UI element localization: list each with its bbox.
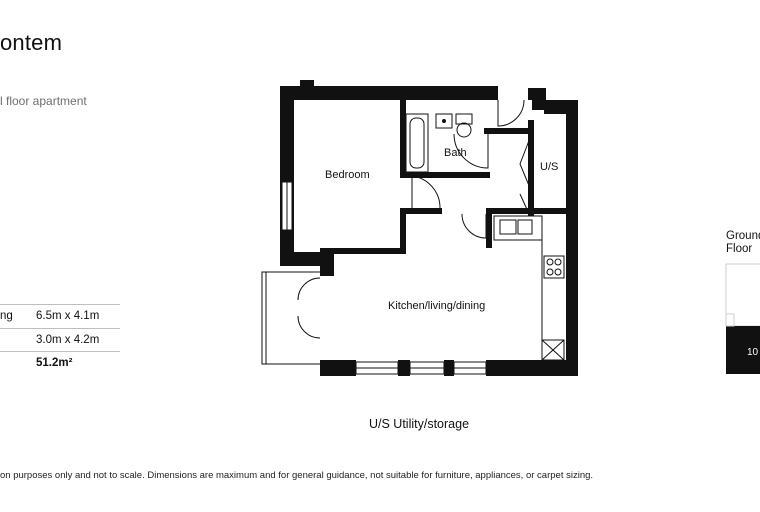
kitchen-fixtures — [493, 215, 565, 362]
ground-floor-label: Ground Floor — [726, 230, 760, 255]
unit-number: 10 — [747, 347, 759, 358]
key-plan: 10 — [725, 263, 760, 374]
disclaimer-text: on purposes only and not to scale. Dimen… — [0, 470, 594, 481]
dimension-value: 3.0m x 4.2m — [36, 334, 100, 346]
room-label-utility: U/S — [540, 161, 558, 173]
dimension-row-kitchen: ng 6.5m x 4.1m — [0, 304, 120, 328]
dimension-row-total: 51.2m² — [0, 351, 120, 375]
legend-utility-storage: U/S Utility/storage — [369, 417, 470, 431]
windows — [281, 181, 487, 375]
apartment-subtitle: l floor apartment — [0, 94, 87, 108]
room-label-bedroom: Bedroom — [325, 169, 370, 181]
dimension-label: ng — [0, 310, 13, 322]
bath-fixtures — [405, 113, 473, 173]
balcony — [261, 271, 320, 365]
room-label-kitchen: Kitchen/living/dining — [388, 300, 485, 312]
total-area-value: 51.2m² — [36, 357, 73, 369]
room-label-bath: Bath — [444, 147, 467, 159]
development-title: ontem — [0, 30, 63, 55]
doors — [297, 99, 531, 339]
dimension-value: 6.5m x 4.1m — [36, 310, 100, 322]
dimension-row-bedroom: 3.0m x 4.2m — [0, 328, 120, 352]
